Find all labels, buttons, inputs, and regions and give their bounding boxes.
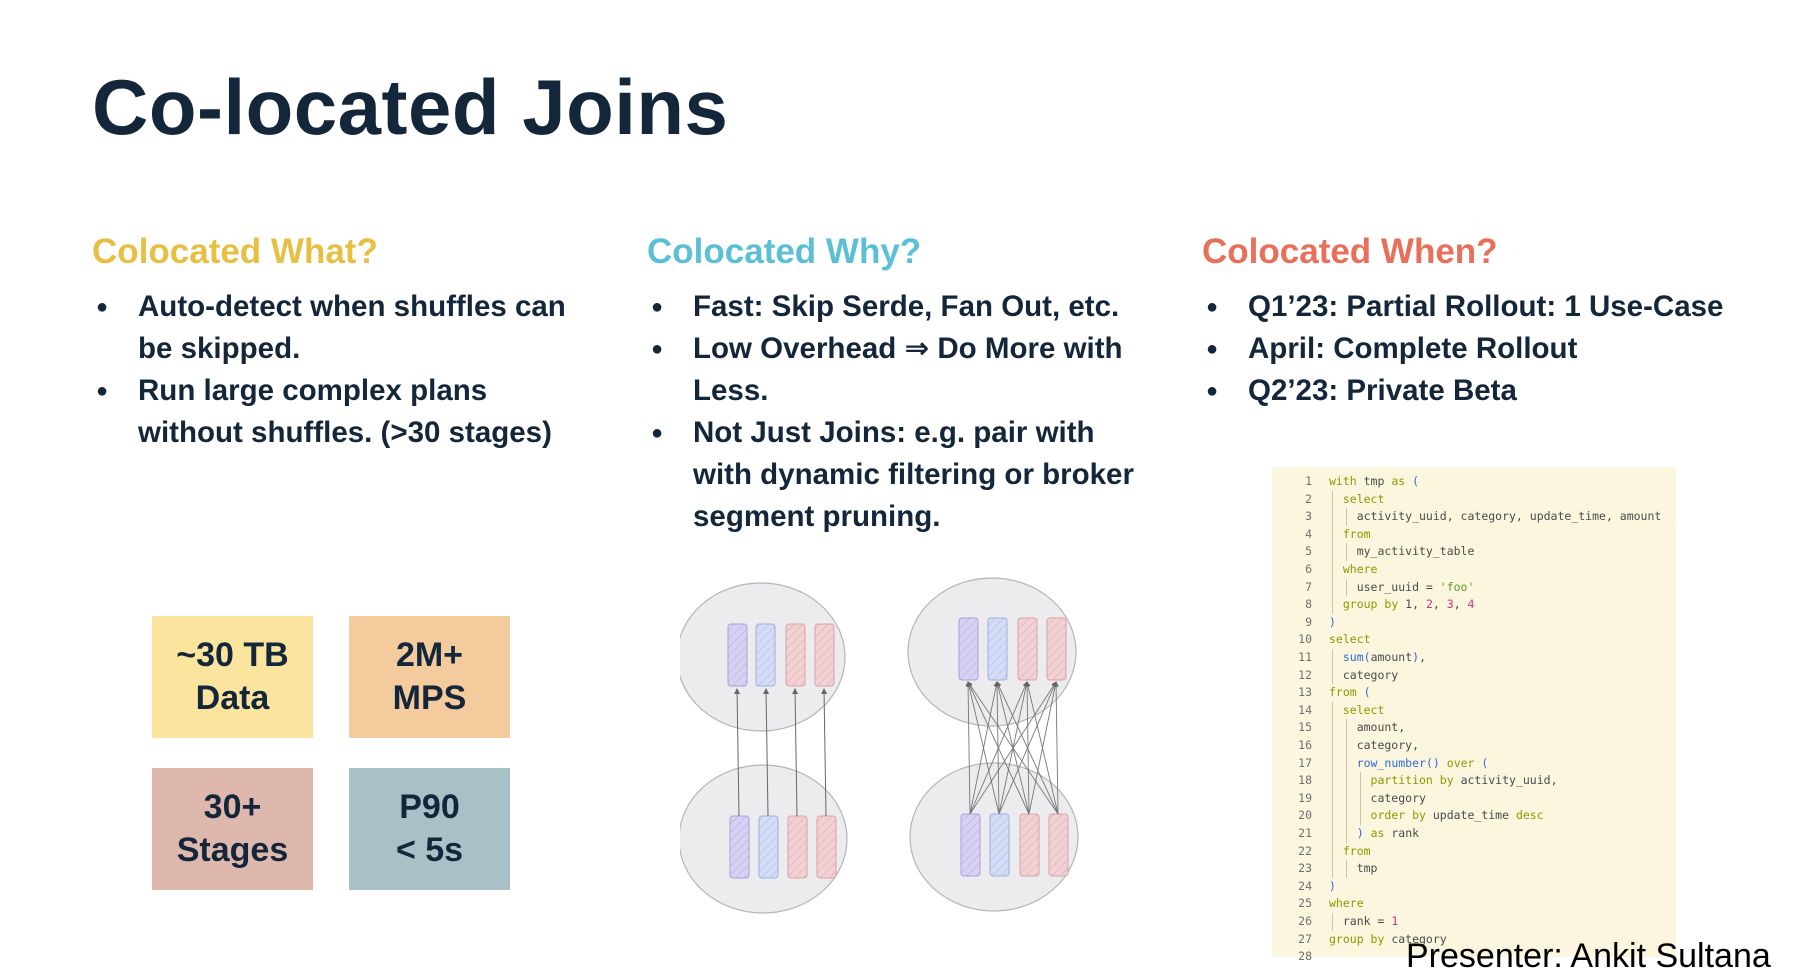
presenter-credit: Presenter: Ankit Sultana	[1406, 937, 1771, 975]
slide-title: Co-located Joins	[92, 63, 729, 151]
bullet-item: Q2’23: Private Beta	[1202, 370, 1762, 412]
colocated-diagram	[680, 582, 848, 914]
column-heading: Colocated Why?	[647, 232, 922, 271]
bullet-list: Q1’23: Partial Rollout: 1 Use-Case April…	[1202, 286, 1762, 412]
bullet-item: Auto-detect when shuffles can be skipped…	[92, 286, 592, 370]
shuffle-arrow	[967, 681, 1030, 815]
stat-box-latency: P90 < 5s	[349, 768, 510, 890]
shuffle-arrow	[966, 681, 1000, 815]
shuffle-arrow	[1024, 681, 1030, 815]
shuffle-arrow	[996, 681, 1059, 815]
partition-segment	[729, 815, 750, 879]
column-when: Colocated When? Q1’23: Partial Rollout: …	[1202, 232, 1762, 412]
data-flow-arrow	[792, 688, 799, 817]
partition-segment	[758, 815, 779, 879]
shuffle-arrow	[1053, 681, 1059, 815]
partition-segment	[987, 617, 1008, 681]
stat-box-data: ~30 TB Data	[152, 616, 313, 738]
bullet-item: Run large complex plans without shuffles…	[92, 370, 592, 454]
partition-segment	[960, 813, 981, 877]
partition-segment	[816, 815, 837, 879]
stat-box-stages: 30+ Stages	[152, 768, 313, 890]
column-what: Colocated What? Auto-detect when shuffle…	[92, 232, 592, 454]
partition-segment	[958, 617, 979, 681]
bullet-item: April: Complete Rollout	[1202, 328, 1762, 370]
bullet-list: Auto-detect when shuffles can be skipped…	[92, 286, 592, 454]
shuffle-arrow	[1025, 681, 1059, 815]
bullet-list: Fast: Skip Serde, Fan Out, etc. Low Over…	[647, 286, 1147, 538]
data-flow-arrow	[734, 688, 741, 817]
shuffle-diagram	[907, 577, 1079, 912]
stat-box-mps: 2M+ MPS	[349, 616, 510, 738]
partition-segment	[1046, 617, 1067, 681]
partition-segment	[787, 815, 808, 879]
column-why: Colocated Why? Fast: Skip Serde, Fan Out…	[647, 232, 1147, 538]
partition-segment	[785, 623, 806, 687]
partition-segment	[1019, 813, 1040, 877]
join-diagram	[680, 577, 1079, 914]
bullet-item: Not Just Joins: e.g. pair with with dyna…	[647, 412, 1147, 538]
shuffle-arrow	[994, 681, 1000, 815]
shuffle-arrow	[965, 681, 971, 815]
column-heading: Colocated When?	[1202, 232, 1498, 271]
column-heading: Colocated What?	[92, 232, 378, 271]
data-flow-arrow	[821, 688, 828, 817]
partition-segment	[755, 623, 776, 687]
bullet-item: Low Overhead ⇒ Do More with Less.	[647, 328, 1147, 412]
bullet-item: Fast: Skip Serde, Fan Out, etc.	[647, 286, 1147, 328]
bullet-item: Q1’23: Partial Rollout: 1 Use-Case	[1202, 286, 1762, 328]
data-flow-arrow	[763, 688, 770, 817]
partition-segment	[1048, 813, 1069, 877]
shuffle-arrow	[967, 681, 1059, 815]
partition-segment	[727, 623, 748, 687]
partition-segment	[814, 623, 835, 687]
partition-segment	[1017, 617, 1038, 681]
partition-segment	[989, 813, 1010, 877]
